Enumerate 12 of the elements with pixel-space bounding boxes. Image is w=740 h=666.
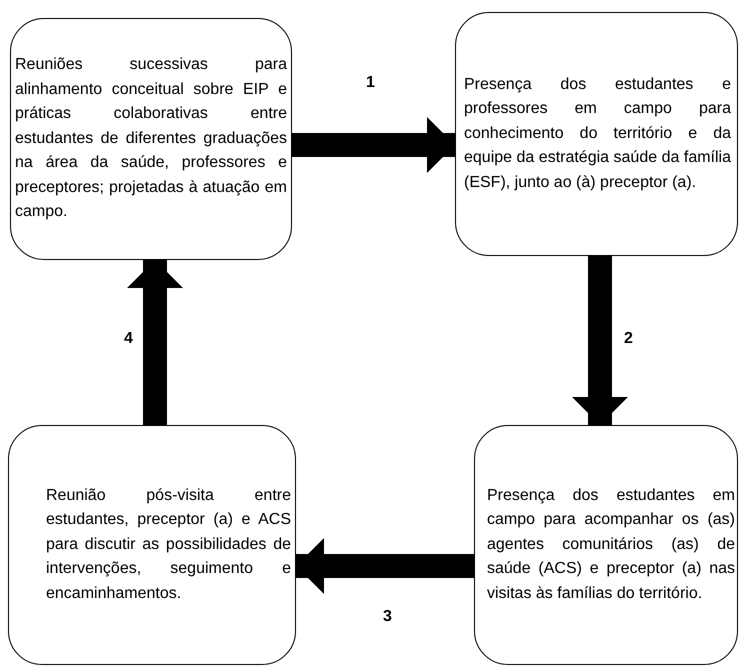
process-box — [10, 18, 292, 260]
process-box — [455, 12, 738, 256]
block-arrow — [127, 260, 183, 425]
process-box — [474, 425, 738, 665]
block-arrow — [296, 538, 474, 594]
step-text: Presença dos estudantes e professores em campo para conhecimento do território e da equipe da estratégia saúde da família (ESF), junto ao (à) preceptor (a). — [464, 74, 731, 193]
step-text: Reuniões sucessivas para alinhamento conceitual sobre EIP e práticas colaborativas entre estudantes de diferentes graduações na área da saúde, professores e preceptores; projetadas à atuação em campo. — [15, 55, 287, 222]
block-arrow — [292, 117, 455, 173]
process-box — [8, 425, 296, 665]
block-arrow — [572, 256, 628, 425]
step-text: Presença dos estudantes em campo para acompanhar os (as) agentes comunitários (as) de saúde (ACS) e preceptor (a) nas visitas às famílias do território. — [487, 486, 735, 604]
step-text: Reunião pós-visita entre estudantes, preceptor (a) e ACS para discutir as possibilidades de intervenções, seguimento e encaminhamentos. — [46, 486, 291, 604]
